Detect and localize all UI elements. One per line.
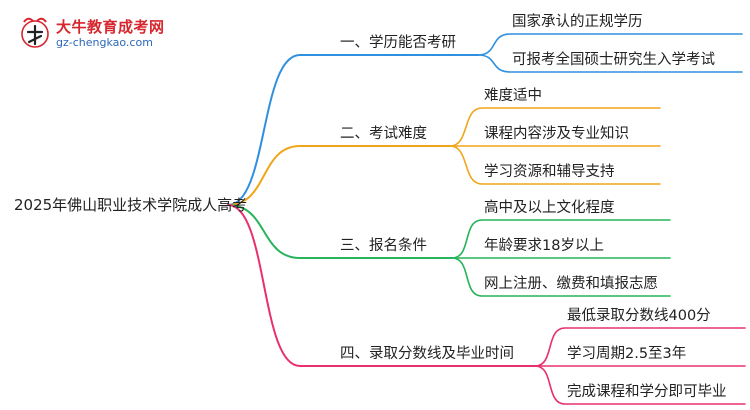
leaf-connector (477, 54, 743, 73)
branch-2 (227, 107, 661, 206)
leaf-connector (534, 327, 746, 367)
branch-1 (227, 33, 743, 206)
leaf-connector (477, 33, 743, 56)
branch-label-1: 一、学历能否考研 (340, 35, 456, 51)
leaf-label: 网上注册、缴费和填报志愿 (484, 276, 658, 292)
branch-connector (227, 145, 451, 206)
leaf-connector (451, 219, 671, 259)
branch-label-2: 二、考试难度 (340, 126, 427, 142)
leaf-label: 完成课程和学分即可毕业 (567, 384, 727, 400)
branch-connector (227, 204, 453, 259)
leaf-label: 难度适中 (484, 88, 542, 104)
leaf-connector (449, 107, 661, 147)
branch-4 (227, 204, 746, 405)
leaf-label: 学习周期2.5至3年 (567, 346, 687, 362)
brand-logo[interactable]: 大牛教育成考网 gz-chengkao.com (18, 12, 164, 56)
branch-connector (227, 54, 479, 206)
leaf-label: 国家承认的正规学历 (512, 14, 643, 30)
brand-url[interactable]: gz-chengkao.com (56, 36, 153, 49)
brand-title: 大牛教育成考网 (56, 18, 165, 36)
leaf-label: 高中及以上文化程度 (484, 200, 615, 216)
leaf-connector (534, 365, 746, 405)
leaf-label: 最低录取分数线400分 (567, 308, 711, 324)
leaf-label: 年龄要求18岁以上 (484, 238, 604, 254)
leaf-label: 课程内容涉及专业知识 (484, 126, 629, 142)
leaf-label: 学习资源和辅导支持 (484, 164, 615, 180)
branch-connector (227, 204, 536, 367)
branch-label-4: 四、录取分数线及毕业时间 (340, 346, 514, 362)
leaf-connector (449, 145, 661, 185)
leaf-connector (451, 257, 671, 297)
branch-label-3: 三、报名条件 (340, 238, 427, 254)
bull-logo-icon (21, 17, 49, 48)
branch-3 (227, 204, 671, 297)
root-node: 2025年佛山职业技术学院成人高考 (14, 196, 248, 214)
leaf-label: 可报考全国硕士研究生入学考试 (512, 52, 715, 68)
